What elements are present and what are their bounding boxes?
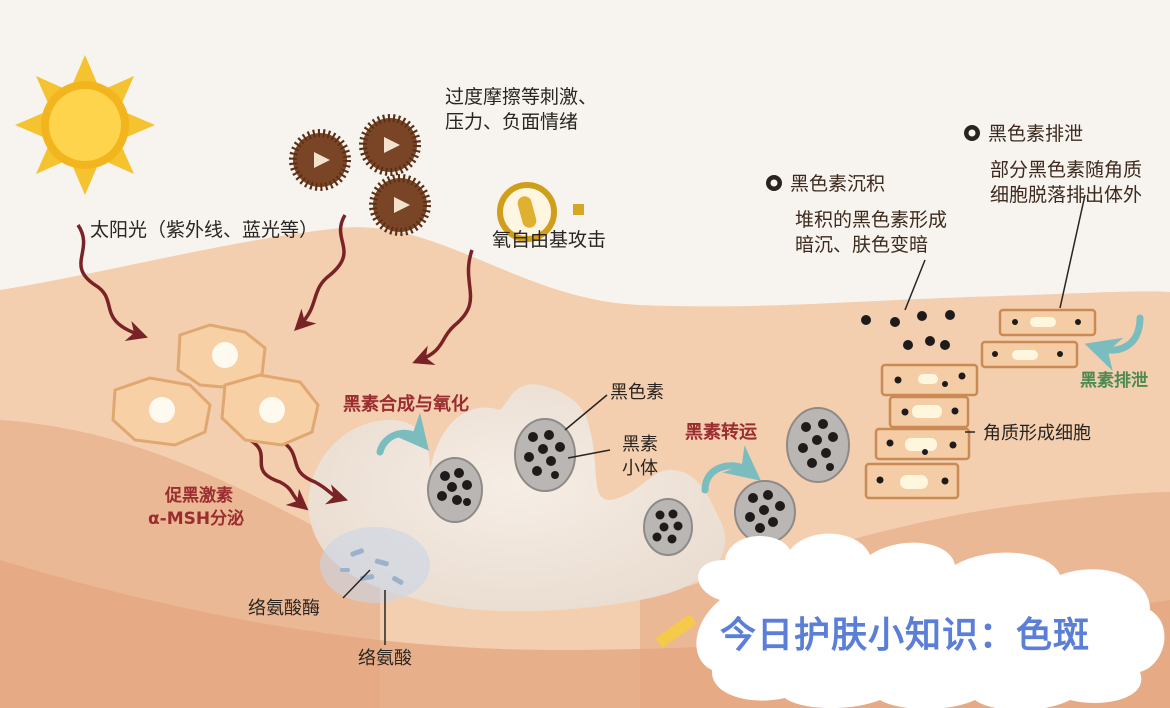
excretion-side-label: 黑素排泄 [1080,371,1148,391]
bullet-dot-icon [766,125,980,191]
friction-label-line1: 过度摩擦等刺激、 [445,86,598,108]
transport-label: 黑素转运 [685,422,757,443]
banner-cloud [696,533,1165,708]
melanosomes [427,407,850,556]
tyrosinase-particles [340,548,404,585]
callout-lines [342,194,1086,645]
teal-arrow-icon [376,314,1144,494]
tyrosinase-label: 络氨酸酶 [248,598,320,619]
melanin-label: 黑色素 [610,382,664,403]
msh-label-line2: α-MSH分泌 [148,509,245,529]
tyrosine-label: 络氨酸 [358,648,412,669]
msh-label-line1: 促黑激素 [165,486,233,506]
free-radical-label: 氧自由基攻击 [492,229,607,251]
deposition-line1: 堆积的黑色素形成 [795,209,948,231]
excretion-line1: 部分黑色素随角质 [990,159,1143,181]
deposition-title: 黑色素沉积 [790,173,886,195]
banner-title: 今日护肤小知识：色斑 [720,615,1091,656]
free-radical-icon [497,182,584,242]
stimulus-arrows [76,214,474,511]
melanosome-label-line1: 黑素 [622,434,658,455]
excretion-line2: 细胞脱落排出体外 [990,184,1143,206]
melanin-synthesis-label: 黑素合成与氧化 [343,394,469,415]
pencil-icon [656,614,696,648]
sunlight-label: 太阳光（紫外线、蓝光等） [90,219,319,241]
excretion-title: 黑色素排泄 [988,123,1084,145]
keratinocyte-label: 角质形成细胞 [983,423,1091,444]
bacteria-icon [289,114,431,236]
melanosome-label-line2: 小体 [622,458,658,479]
sun-icon [15,55,155,195]
tyrosinase-blob [320,527,430,603]
melanin-deposits [861,310,955,350]
deposition-line2: 暗沉、肤色变暗 [795,234,929,256]
friction-label-line2: 压力、负面情绪 [445,111,579,133]
